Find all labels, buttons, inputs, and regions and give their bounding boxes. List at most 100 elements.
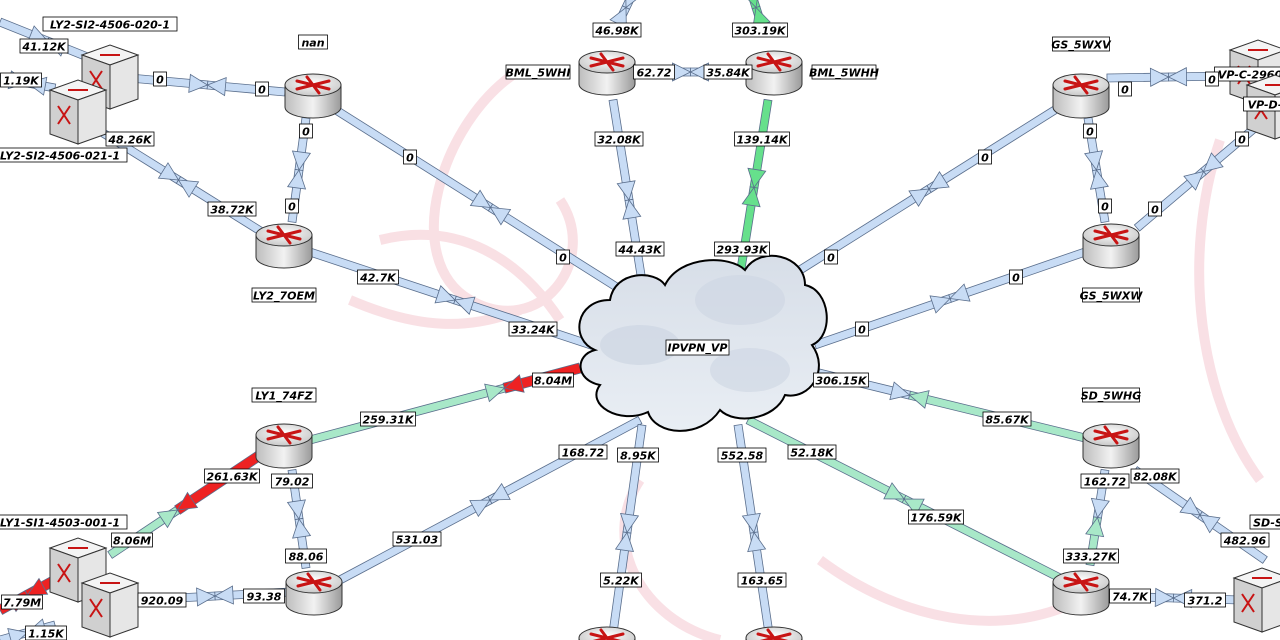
link-l17[interactable] (813, 247, 1087, 350)
router-n_gs_5wxw[interactable]: GS_5WXW (1080, 223, 1144, 303)
link-label: 139.14K (734, 131, 790, 147)
link-label-text: 62.72 (637, 67, 672, 80)
link-arrow-a (616, 180, 636, 201)
link-label-text: 261.63K (207, 471, 259, 484)
link-arrow-b (619, 512, 640, 534)
link-label-text: 46.98K (594, 25, 640, 38)
router-arrows-icon (756, 628, 792, 640)
link-label: 333.27K (1063, 548, 1119, 564)
link-label-box (25, 625, 67, 640)
switch-left (81, 582, 111, 638)
link-label-box (1109, 588, 1151, 604)
link-label: 41.12K (19, 38, 69, 54)
link-label: 162.72 (1080, 473, 1130, 489)
router-arrows-icon (589, 52, 625, 72)
node-label-box (505, 64, 571, 80)
link-label: 93.38 (243, 588, 285, 604)
switch-n_sd_sw[interactable]: SD-S (1232, 514, 1280, 633)
link-arrow-a (747, 167, 767, 189)
link-label-box (1130, 468, 1180, 484)
link-label: 0 (1098, 198, 1112, 214)
link-half-b[interactable] (813, 294, 952, 350)
link-label-text: 8.06M (113, 535, 151, 548)
node-label-box (1082, 387, 1140, 403)
link-arrow-b (176, 491, 199, 511)
router-n_bot2[interactable] (745, 626, 803, 640)
link-l8[interactable] (609, 0, 642, 29)
link-label-box (204, 468, 260, 484)
link-label-box (1080, 473, 1130, 489)
cloud-label: IPVPN_VP (667, 342, 727, 355)
link-half-b[interactable] (797, 185, 932, 274)
link-half-a[interactable] (926, 104, 1061, 193)
link-half-a[interactable] (901, 494, 1063, 583)
link-l11[interactable] (608, 98, 650, 302)
router-n_bml_5whh[interactable]: BML_5WHH (745, 50, 879, 96)
link-label-box (357, 269, 399, 285)
ipvpn-cloud[interactable]: IPVPN_VP (578, 254, 828, 432)
link-label: 0 (1009, 269, 1023, 285)
link-label: 0 (1148, 201, 1162, 217)
link-label-text: 74.7K (1112, 591, 1149, 604)
router-arrows-icon (266, 225, 302, 245)
link-label-text: 85.67K (985, 414, 1030, 427)
node-label: LY2-SI2-4506-020-1 (50, 19, 170, 32)
router-n_bot1[interactable] (578, 626, 636, 640)
link-arrow-a (1084, 150, 1104, 171)
link-label-text: 79.02 (275, 476, 310, 489)
link-label-text: 0 (1101, 201, 1109, 214)
link-label: 259.31K (360, 411, 416, 427)
link-arrow-b (489, 207, 512, 226)
link-label: 0 (403, 149, 417, 165)
link-arrow-a (469, 189, 492, 208)
link-label-box (403, 149, 417, 165)
router-n_sd_r2[interactable] (1052, 570, 1110, 616)
link-label-text: 33.24K (511, 324, 556, 337)
link-label-box (824, 249, 838, 265)
link-arrow-b (741, 186, 761, 208)
node-label-box (42, 16, 178, 32)
link-l27[interactable] (745, 415, 1063, 583)
link-label-box (255, 81, 269, 97)
router-n_gs_5wxv[interactable]: GS_5WXV (1051, 36, 1112, 119)
switch-n_vp_d[interactable]: VP-D- (1243, 74, 1280, 140)
link-label-box (855, 321, 869, 337)
link-arrow-a (291, 150, 312, 171)
link-l10[interactable] (742, 0, 771, 28)
link-arrow-b (625, 0, 637, 9)
link-label-box (1009, 269, 1023, 285)
link-arrow-b (929, 295, 951, 314)
link-arrow-a (747, 531, 767, 553)
link-l13[interactable] (797, 104, 1061, 274)
router-n_ly1_r2[interactable] (285, 570, 343, 616)
link-label: 0 (1118, 81, 1132, 97)
link-label: 85.67K (982, 411, 1032, 427)
link-label-text: 0 (559, 252, 567, 265)
switch-arrows-icon (89, 582, 120, 618)
router-n_nan[interactable]: nan (284, 34, 342, 119)
router-arrows-icon (756, 52, 792, 72)
router-n_bml_5whi[interactable]: BML_5WHI (505, 50, 636, 96)
link-arrow-b (454, 296, 476, 315)
switch-arrows-icon (1241, 577, 1272, 613)
cloud-label-box (665, 339, 730, 356)
switch-n_ly2_020[interactable]: LY2-SI2-4506-020-1 (42, 16, 178, 110)
router-n_ly1_74fz[interactable]: LY1_74FZ (251, 387, 317, 469)
router-arrows-icon (589, 628, 625, 640)
link-label-text: 32.08K (597, 134, 642, 147)
link-label: 0 (824, 249, 838, 265)
router-n_sd_5whg[interactable]: SD_5WHG (1081, 387, 1142, 469)
router-n_ly2_7oem[interactable]: LY2_7OEM (251, 223, 317, 303)
link-label-box (1063, 548, 1119, 564)
switch-n_ly2_021[interactable]: LY2-SI2-4506-021-1 (0, 79, 128, 163)
switch-right (77, 89, 107, 145)
link-half-b[interactable] (745, 415, 907, 504)
link-label: 46.98K (592, 22, 642, 38)
switch-left (1233, 577, 1263, 633)
switch-n_ly1_sw2[interactable] (80, 572, 140, 638)
link-label: 303.19K (732, 22, 788, 38)
link-l24[interactable] (337, 415, 643, 585)
link-label-box (0, 72, 42, 88)
link-label: 306.15K (813, 372, 869, 388)
switch-n_ly1_si1[interactable]: LY1-SI1-4503-001-1 (0, 514, 128, 603)
